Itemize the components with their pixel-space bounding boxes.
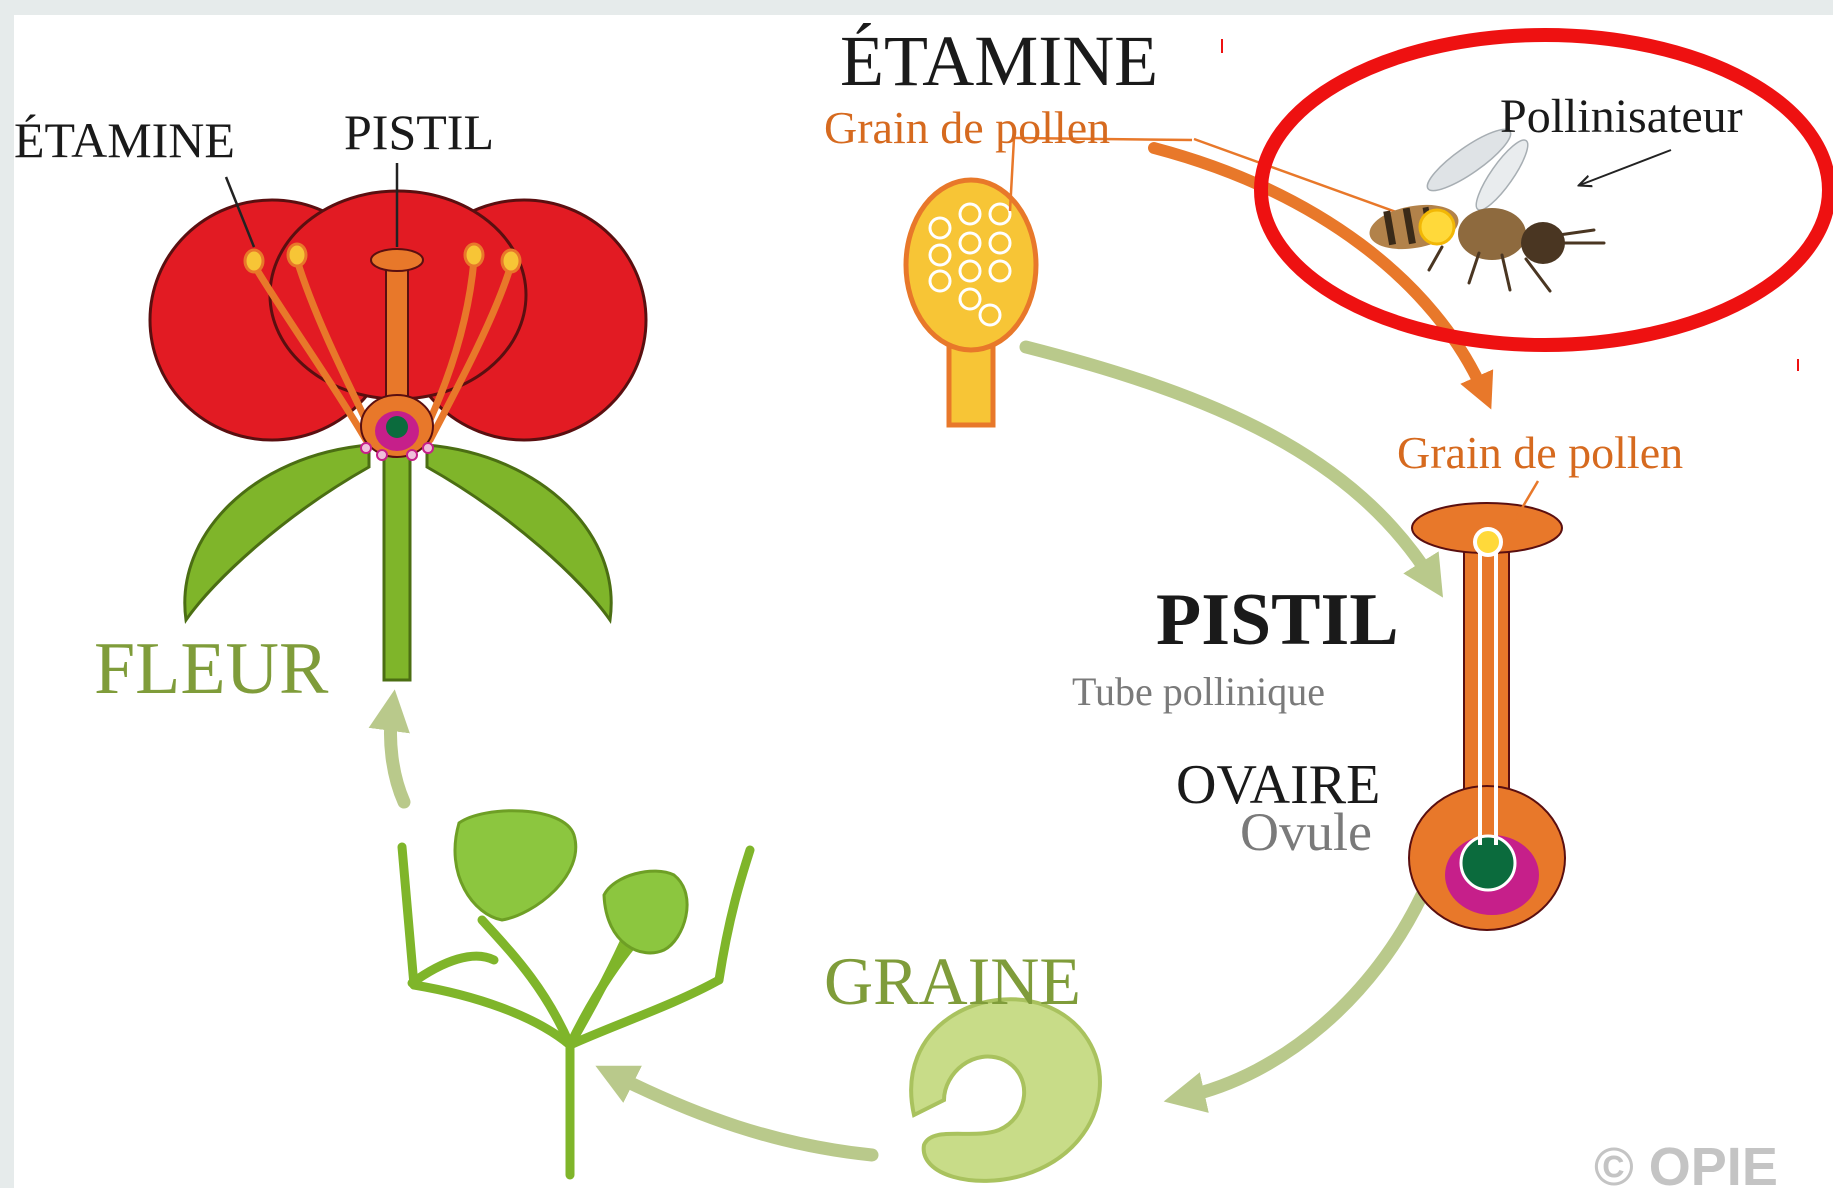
pistil-title: PISTIL (1156, 583, 1399, 657)
stamen-title: ÉTAMINE (840, 25, 1158, 97)
seedling-leaf-left (455, 811, 576, 920)
arrow-seedling-to-flower (391, 710, 405, 802)
pistil-detail-drawing (1409, 481, 1565, 930)
flower-drawing (150, 163, 646, 680)
arrow-ovary-to-seed (1184, 895, 1422, 1097)
sepal-right (427, 445, 611, 620)
flower-stamen-label: ÉTAMINE (14, 115, 235, 165)
copyright-label: © OPIE (1594, 1140, 1778, 1188)
sepal-left (185, 445, 369, 620)
seedling-leaf-right (604, 871, 687, 953)
arrow-stamen-to-pistil (1026, 347, 1432, 580)
pollen-tube-label: Tube pollinique (1072, 672, 1325, 712)
stamen-detail-drawing (906, 138, 1432, 425)
flower-stem (384, 445, 410, 680)
bee-icon (1366, 121, 1671, 291)
flower-pistil-label: PISTIL (344, 107, 494, 157)
diagram-canvas: ÉTAMINE PISTIL FLEUR ÉTAMINE Grain de po… (14, 15, 1833, 1188)
pollinator-highlight (1261, 35, 1829, 345)
seed-drawing (911, 999, 1100, 1181)
flower-title: FLEUR (94, 632, 328, 706)
pistil-pollen-label: Grain de pollen (1397, 430, 1683, 476)
seed-title: GRAINE (824, 947, 1081, 1015)
ovule-label: Ovule (1240, 805, 1372, 859)
seedling-drawing (402, 847, 750, 1175)
arrow-seed-to-seedling (614, 1075, 872, 1155)
stamen-pollen-label: Grain de pollen (824, 105, 1110, 151)
pollinator-label: Pollinisateur (1500, 93, 1743, 141)
